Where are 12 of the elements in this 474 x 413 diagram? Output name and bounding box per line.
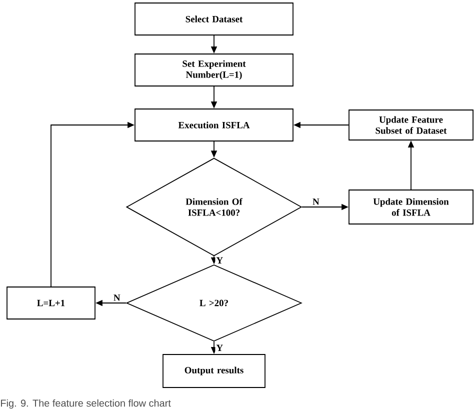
edge-label: N [112,294,122,302]
process-box: L=L+1 [6,286,96,320]
edge-label: N [312,198,320,206]
process-box: Output results [162,354,266,388]
edge-label: Y [215,344,224,352]
process-box: Update Feature Subset of Dataset [348,110,474,140]
process-box: Execution ISFLA [134,108,294,142]
process-box: Select Dataset [134,2,294,36]
process-box: Set Experiment Number(L=1) [134,54,294,86]
process-box: Update Dimension of ISFLA [348,190,474,224]
caption: Fig. 9. The feature selection flow chart [1,399,171,409]
edge-label: Y [215,256,224,264]
